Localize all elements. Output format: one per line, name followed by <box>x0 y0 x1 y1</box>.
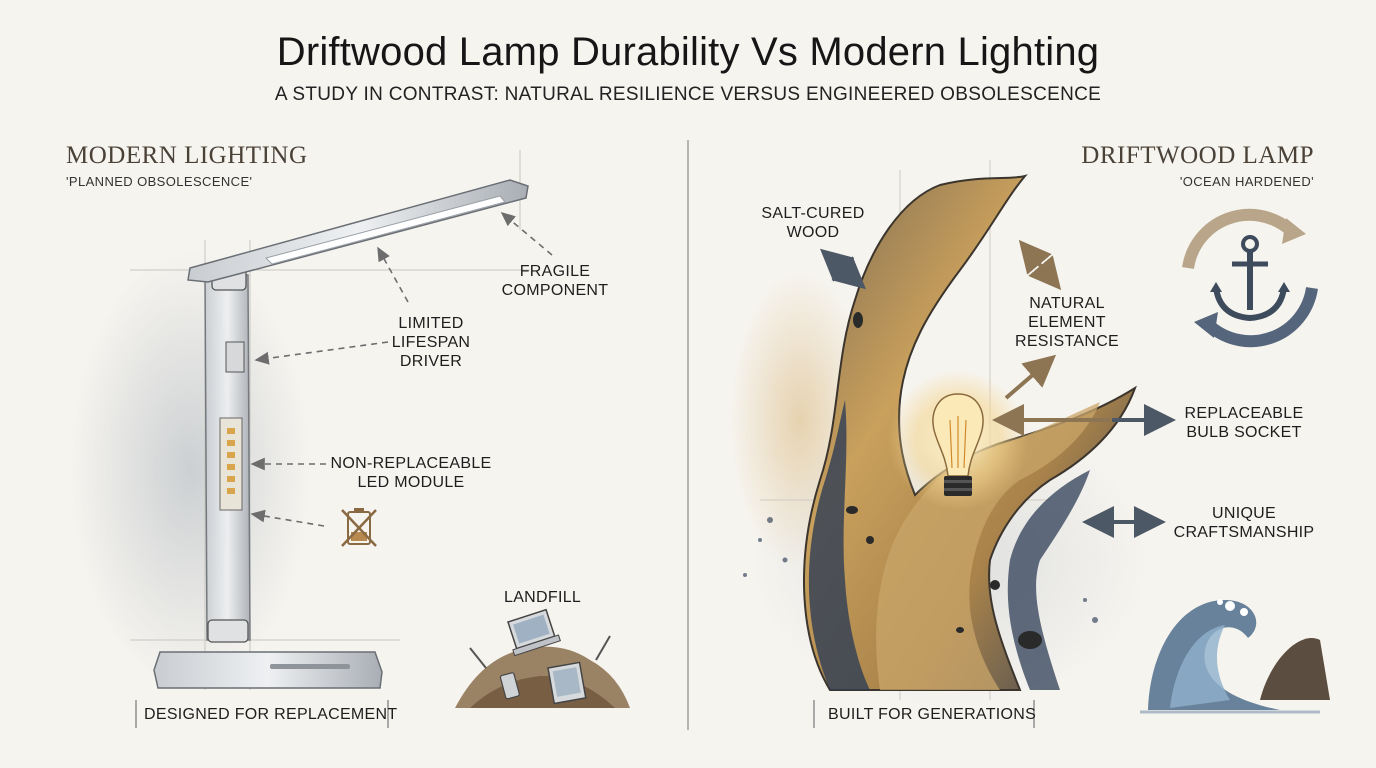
bulb-line-1: REPLACEABLE <box>1184 405 1304 422</box>
driftwood-heading: DRIFTWOOD LAMP <box>1081 142 1314 169</box>
bulb-line-2: BULB SOCKET <box>1186 424 1302 441</box>
salt-line-2: WOOD <box>786 224 840 241</box>
landfill-label: LANDFILL <box>504 589 582 606</box>
driftwood-subheading: 'OCEAN HARDENED' <box>1179 174 1314 189</box>
fragile-component-label: FRAGILE COMPONENT <box>500 262 610 300</box>
craft-line-2: CRAFTSMANSHIP <box>1173 524 1315 541</box>
driver-label: LIMITED LIFESPAN DRIVER <box>380 314 482 371</box>
driver-line-1: LIMITED <box>398 315 464 332</box>
fragile-arrow <box>500 211 553 256</box>
fragile-line-2: COMPONENT <box>501 282 609 299</box>
modern-heading: MODERN LIGHTING <box>66 142 308 169</box>
modern-subheading: 'PLANNED OBSOLESCENCE' <box>66 174 253 189</box>
element-arrow <box>1018 239 1062 291</box>
salt-arrow <box>820 248 866 290</box>
driver-line-2: LIFESPAN <box>391 334 471 351</box>
salt-line-1: SALT-CURED <box>761 205 865 222</box>
natural-line-2: ELEMENT <box>1028 314 1106 331</box>
natural-resistance-label: NATURAL ELEMENT RESISTANCE <box>1010 294 1124 351</box>
modern-footer: DESIGNED FOR REPLACEMENT <box>144 706 398 723</box>
natural-line-1: NATURAL <box>1029 295 1105 312</box>
led-module-label: NON-REPLACEABLE LED MODULE <box>326 454 496 492</box>
salt-cured-label: SALT-CURED WOOD <box>760 204 866 242</box>
battery-arrow <box>250 509 325 527</box>
page-title: Driftwood Lamp Durability Vs Modern Ligh… <box>276 30 1100 74</box>
resistance-arrow <box>1004 354 1057 400</box>
driver-line-3: DRIVER <box>399 353 463 370</box>
desk-lamp-icon <box>70 150 530 690</box>
arm-arrow <box>377 246 409 303</box>
landfill-pile-icon <box>455 608 630 708</box>
driftwood-sculpture-icon <box>730 160 1150 710</box>
craft-line-1: UNIQUE <box>1211 505 1277 522</box>
fragile-line-1: FRAGILE <box>519 263 591 280</box>
edison-bulb-icon <box>932 393 984 496</box>
page-subtitle: A STUDY IN CONTRAST: NATURAL RESILIENCE … <box>274 84 1102 105</box>
led-line-1: NON-REPLACEABLE <box>330 455 492 472</box>
natural-line-3: RESISTANCE <box>1014 333 1120 350</box>
anchor-cycle-icon <box>1182 208 1318 348</box>
no-battery-icon <box>341 508 377 547</box>
driftwood-footer: BUILT FOR GENERATIONS <box>828 706 1037 723</box>
craftsmanship-label: UNIQUE CRAFTSMANSHIP <box>1168 504 1320 542</box>
led-line-2: LED MODULE <box>357 474 465 491</box>
bulb-socket-label: REPLACEABLE BULB SOCKET <box>1176 404 1312 442</box>
driver-arrow <box>254 341 389 365</box>
ocean-wave-icon <box>1140 599 1330 714</box>
